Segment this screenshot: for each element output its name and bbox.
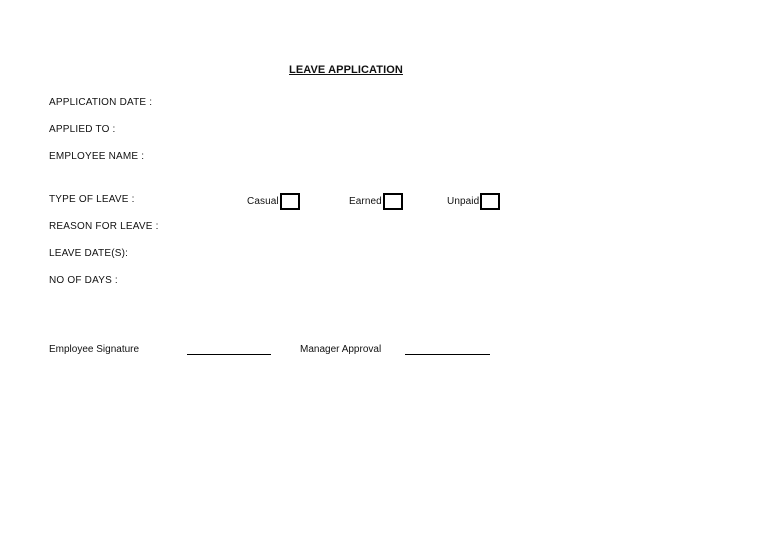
casual-checkbox[interactable] (279, 192, 300, 210)
unpaid-checkbox[interactable] (480, 192, 501, 210)
no-of-days-label: NO OF DAYS : (49, 275, 118, 286)
leave-option-earned: Earned (349, 192, 403, 210)
type-of-leave-label: TYPE OF LEAVE : (49, 194, 135, 205)
leave-option-unpaid: Unpaid (447, 192, 501, 210)
employee-signature-label: Employee Signature (49, 344, 140, 355)
application-date-label: APPLICATION DATE : (49, 97, 153, 108)
employee-signature-line[interactable] (187, 354, 271, 355)
earned-checkbox[interactable] (382, 192, 403, 210)
leave-option-casual: Casual (247, 192, 300, 210)
unpaid-label: Unpaid (447, 195, 480, 207)
applied-to-label: APPLIED TO : (49, 124, 116, 135)
casual-label: Casual (247, 195, 279, 207)
reason-for-leave-label: REASON FOR LEAVE : (49, 221, 159, 232)
form-title: LEAVE APPLICATION (289, 64, 403, 76)
manager-approval-line[interactable] (405, 354, 490, 355)
leave-dates-label: LEAVE DATE(S): (49, 248, 129, 259)
manager-approval-label: Manager Approval (300, 344, 382, 355)
employee-name-label: EMPLOYEE NAME : (49, 151, 145, 162)
earned-label: Earned (349, 195, 382, 207)
